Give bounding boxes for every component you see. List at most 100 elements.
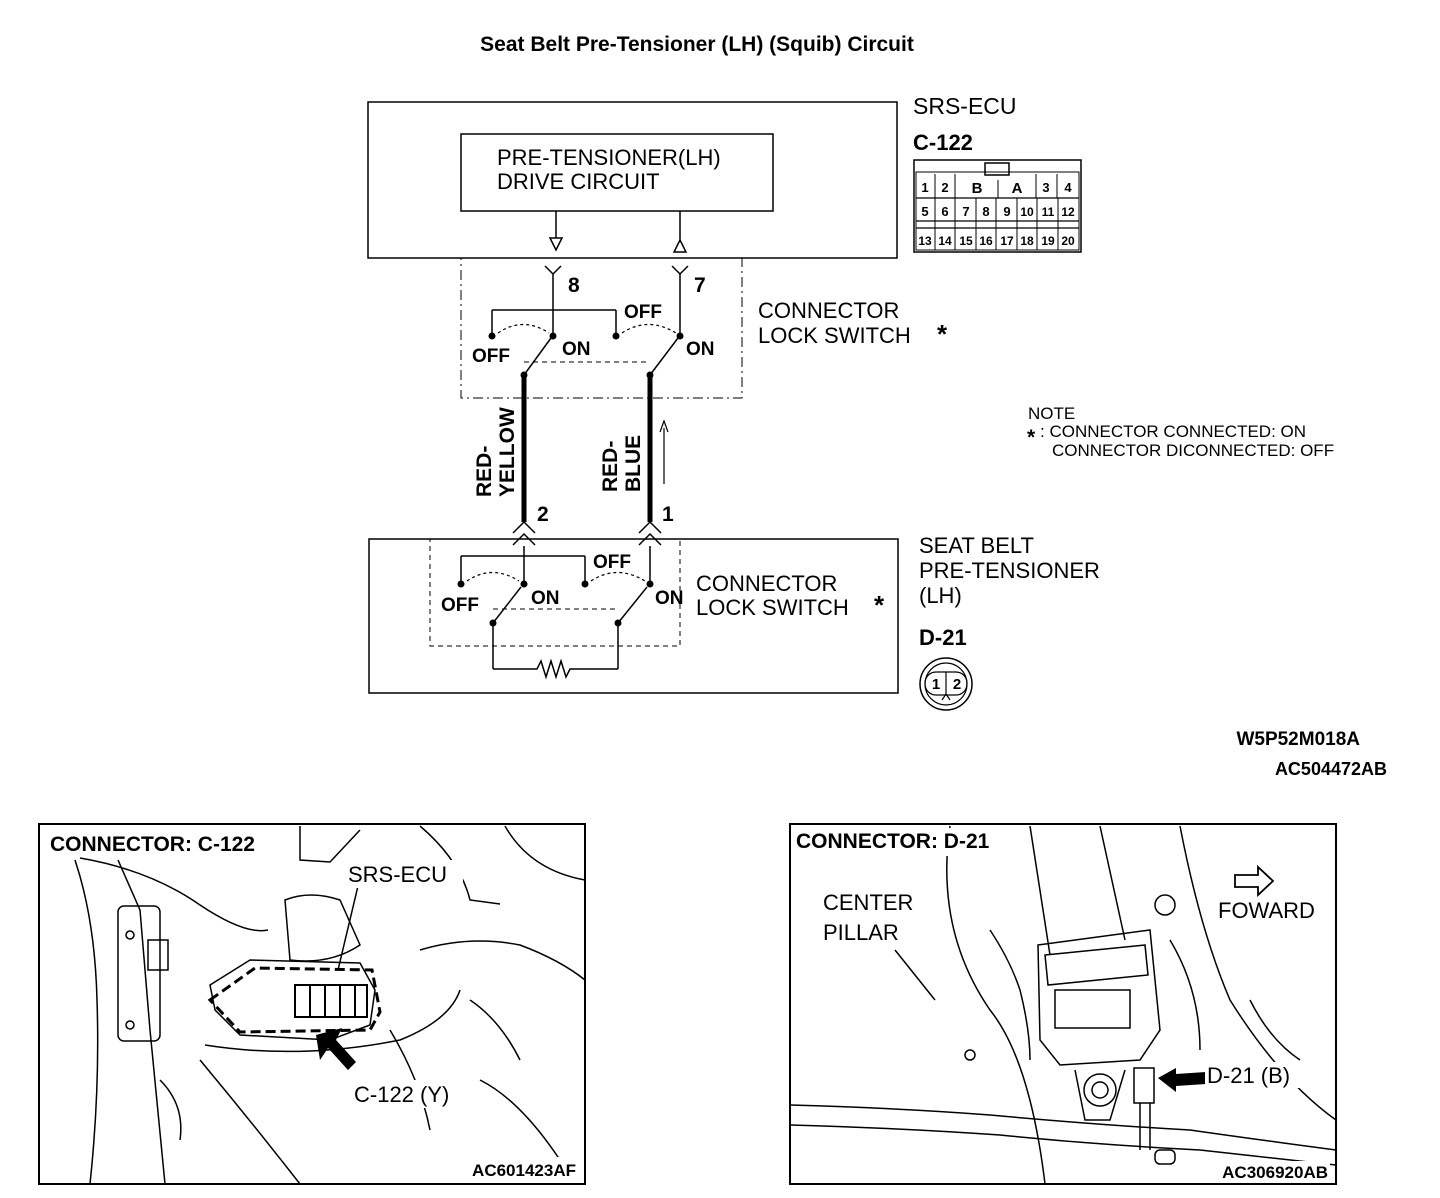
svg-text:2: 2: [941, 180, 948, 195]
svg-text:2: 2: [953, 676, 961, 693]
svg-text:12: 12: [1061, 205, 1075, 219]
drive-circuit-box: [460, 133, 774, 212]
ecu-pin-7-label: 7: [694, 274, 706, 297]
pretensioner-lock-switch-right: [581, 546, 654, 627]
ecu-connector-pins: [544, 265, 689, 276]
pretensioner-name-line2: PRE-TENSIONER: [919, 558, 1100, 583]
c122-connector-label: C-122 (Y): [354, 1082, 449, 1107]
c122-ecu-label: SRS-ECU: [348, 862, 447, 887]
c122-panel-code: AC601423AF: [472, 1161, 576, 1180]
forward-arrow-icon: [1234, 864, 1275, 898]
svg-text:3: 3: [1042, 180, 1049, 195]
srs-ecu-box: [367, 101, 898, 259]
pretensioner-switch-off-right: OFF: [593, 552, 631, 573]
svg-text:4: 4: [1064, 180, 1072, 195]
svg-text:14: 14: [938, 234, 952, 248]
ecu-lock-switch-line2: LOCK SWITCH: [758, 323, 911, 348]
wire-red-blue-label: RED- BLUE: [599, 435, 645, 492]
ecu-lock-switch-left: [488, 274, 617, 379]
photo-panel-d21: CONNECTOR: D-21 CENTER PILLAR FOWARD D-2…: [789, 823, 1337, 1185]
d21-pillar-label-line2: PILLAR: [823, 920, 899, 945]
svg-text:9: 9: [1003, 204, 1010, 219]
svg-text:BLUE: BLUE: [622, 435, 645, 492]
svg-text:6: 6: [941, 204, 948, 219]
svg-text:11: 11: [1042, 205, 1055, 219]
center-pillar-illustration: [789, 825, 1337, 1185]
svg-text:5: 5: [921, 204, 928, 219]
pretensioner-switch-on-right: ON: [655, 588, 684, 609]
svg-text:13: 13: [918, 234, 932, 248]
photo-panel-c122: CONNECTOR: C-122 SRS-ECU C-122 (Y) AC601…: [38, 823, 586, 1185]
drive-input-arrow: [672, 211, 688, 253]
svg-text:1: 1: [932, 676, 940, 693]
note-title: NOTE: [1028, 404, 1075, 423]
pretensioner-box: [368, 538, 899, 694]
d21-connector-face: 1 2: [919, 657, 973, 711]
svg-text:20: 20: [1061, 234, 1075, 248]
svg-text:15: 15: [959, 234, 973, 248]
ecu-switch-on-left: ON: [562, 339, 591, 360]
figure-code: AC504472AB: [1275, 759, 1387, 779]
pillar-leader-line: [894, 949, 936, 1001]
svg-text:7: 7: [962, 204, 969, 219]
c122-plug-icon: [294, 984, 368, 1018]
svg-text:10: 10: [1020, 205, 1034, 219]
c122-highlight-dashes: [207, 966, 382, 1034]
c122-connector-face: 1 2 B A 3 4 5 6 7 8 9 10 11 12 13 14 15 …: [913, 159, 1082, 253]
svg-text:19: 19: [1041, 234, 1055, 248]
ecu-lock-switch-line1: CONNECTOR: [758, 298, 899, 323]
svg-text:A: A: [1012, 180, 1023, 197]
d21-panel-header: CONNECTOR: D-21: [796, 830, 990, 853]
ecu-switch-off-left: OFF: [472, 346, 510, 367]
ecu-switch-off-right: OFF: [624, 302, 662, 323]
ecu-switch-on-right: ON: [686, 339, 715, 360]
drive-circuit-line2: DRIVE CIRCUIT: [497, 169, 660, 194]
svg-text:YELLOW: YELLOW: [496, 407, 519, 497]
diagram-code: W5P52M018A: [1236, 729, 1360, 750]
c122-pointer-arrow-icon: [316, 1028, 356, 1070]
d21-panel-code: AC306920AB: [1222, 1163, 1328, 1182]
diagram-title: Seat Belt Pre-Tensioner (LH) (Squib) Cir…: [480, 33, 914, 56]
d21-connector-label: D-21 (B): [1207, 1063, 1290, 1088]
svg-text:17: 17: [1000, 234, 1014, 248]
pretensioner-pin-2-label: 2: [537, 503, 549, 526]
svg-text:18: 18: [1020, 234, 1034, 248]
d21-forward-label: FOWARD: [1218, 898, 1315, 923]
svg-text:1: 1: [921, 180, 928, 195]
ecu-name: SRS-ECU: [913, 93, 1017, 119]
note-line1: : CONNECTOR CONNECTED: ON: [1040, 422, 1306, 441]
pretensioner-name-line1: SEAT BELT: [919, 533, 1034, 558]
pretensioner-switch-on-left: ON: [531, 588, 560, 609]
pretensioner-name-line3: (LH): [919, 583, 962, 608]
drive-circuit-line1: PRE-TENSIONER(LH): [497, 145, 721, 170]
svg-text:8: 8: [982, 204, 989, 219]
pretensioner-switch-off-left: OFF: [441, 595, 479, 616]
current-flow-arrow: [659, 419, 669, 484]
svg-text:RED-: RED-: [599, 441, 622, 492]
pretensioner-lock-switch-star: *: [874, 590, 885, 620]
drive-output-arrow: [548, 211, 564, 252]
svg-text:16: 16: [979, 234, 993, 248]
vehicle-interior-illustration: [74, 825, 586, 1185]
pretensioner-lock-switch-region: [429, 538, 681, 647]
ecu-pin-8-label: 8: [568, 274, 580, 297]
ecu-lock-switch-star: *: [937, 319, 948, 349]
wire-red-yellow-label: RED- YELLOW: [473, 407, 519, 497]
pretensioner-pin-1-label: 1: [662, 503, 674, 526]
pretensioner-connector-pins: [512, 520, 662, 546]
note-line2: CONNECTOR DICONNECTED: OFF: [1052, 441, 1334, 460]
d21-pillar-label-line1: CENTER: [823, 890, 913, 915]
c122-panel-header: CONNECTOR: C-122: [50, 833, 255, 856]
pretensioner-lock-switch-line1: CONNECTOR: [696, 571, 837, 596]
ecu-leader-line: [337, 885, 359, 971]
ecu-connector-id: C-122: [913, 130, 973, 155]
squib-resistor-icon: [492, 623, 619, 680]
pretensioner-connector-id: D-21: [919, 625, 967, 650]
svg-text:RED-: RED-: [473, 446, 496, 497]
note-star: *: [1027, 426, 1036, 449]
svg-text:B: B: [972, 180, 983, 197]
d21-pointer-arrow-icon: [1158, 1068, 1206, 1092]
pretensioner-lock-switch-line2: LOCK SWITCH: [696, 595, 849, 620]
ecu-lock-switch-region: [460, 257, 743, 399]
